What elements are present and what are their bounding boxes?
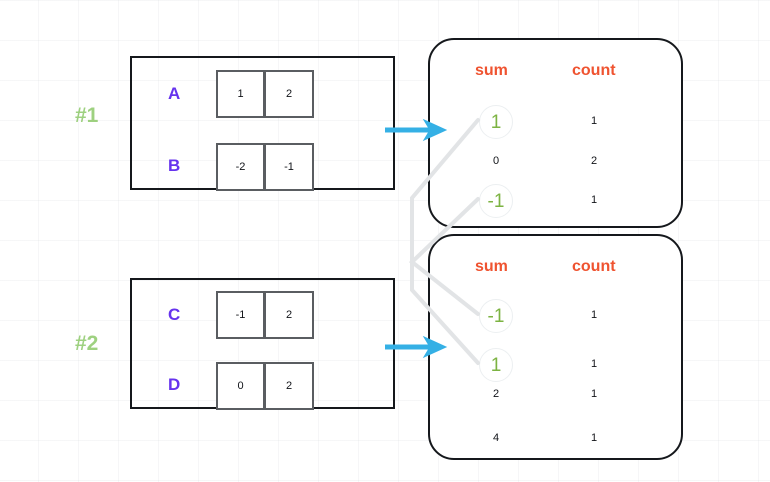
- cell-a-1: 2: [265, 70, 314, 118]
- row-label-c: C: [168, 305, 181, 324]
- row-label-d: D: [168, 375, 181, 394]
- source-panel-2: C -1 2 D 0 2: [130, 278, 395, 410]
- cell-b-0: -2: [216, 143, 265, 191]
- source-panel-1: A 1 2 B -2 -1: [130, 56, 395, 191]
- section-tag-1: #1: [75, 104, 99, 127]
- row-cells-a: 1 2: [216, 70, 314, 118]
- result-2-header-sum: sum: [475, 258, 508, 275]
- result-1-sum-2: -1: [479, 184, 513, 218]
- result-2-header-count: count: [572, 258, 616, 275]
- result-2-count-3: 1: [590, 432, 598, 444]
- result-panel-2: sum count -1 1 1 1 2 1 4 1: [428, 234, 683, 460]
- row-cells-b: -2 -1: [216, 143, 314, 191]
- result-2-sum-3: 4: [492, 432, 500, 444]
- result-1-header-sum: sum: [475, 62, 508, 79]
- result-panel-1: sum count 1 1 0 2 -1 1: [428, 38, 683, 228]
- row-cells-c: -1 2: [216, 291, 314, 339]
- result-1-sum-1: 0: [492, 155, 500, 167]
- row-label-a: A: [168, 84, 181, 103]
- result-1-count-0: 1: [590, 115, 598, 127]
- result-2-sum-0: -1: [479, 299, 513, 333]
- result-2-count-0: 1: [590, 309, 598, 321]
- section-tag-2: #2: [75, 332, 99, 355]
- result-1-count-1: 2: [590, 155, 598, 167]
- cell-c-0: -1: [216, 291, 265, 339]
- result-1-count-2: 1: [590, 194, 598, 206]
- cell-d-1: 2: [265, 362, 314, 410]
- result-1-header-count: count: [572, 62, 616, 79]
- cell-b-1: -1: [265, 143, 314, 191]
- cell-a-0: 1: [216, 70, 265, 118]
- result-2-count-1: 1: [590, 358, 598, 370]
- cell-d-0: 0: [216, 362, 265, 410]
- row-cells-d: 0 2: [216, 362, 314, 410]
- result-1-sum-0: 1: [479, 105, 513, 139]
- cell-c-1: 2: [265, 291, 314, 339]
- result-2-sum-1: 1: [479, 348, 513, 382]
- result-2-count-2: 1: [590, 388, 598, 400]
- result-2-sum-2: 2: [492, 388, 500, 400]
- row-label-b: B: [168, 156, 181, 175]
